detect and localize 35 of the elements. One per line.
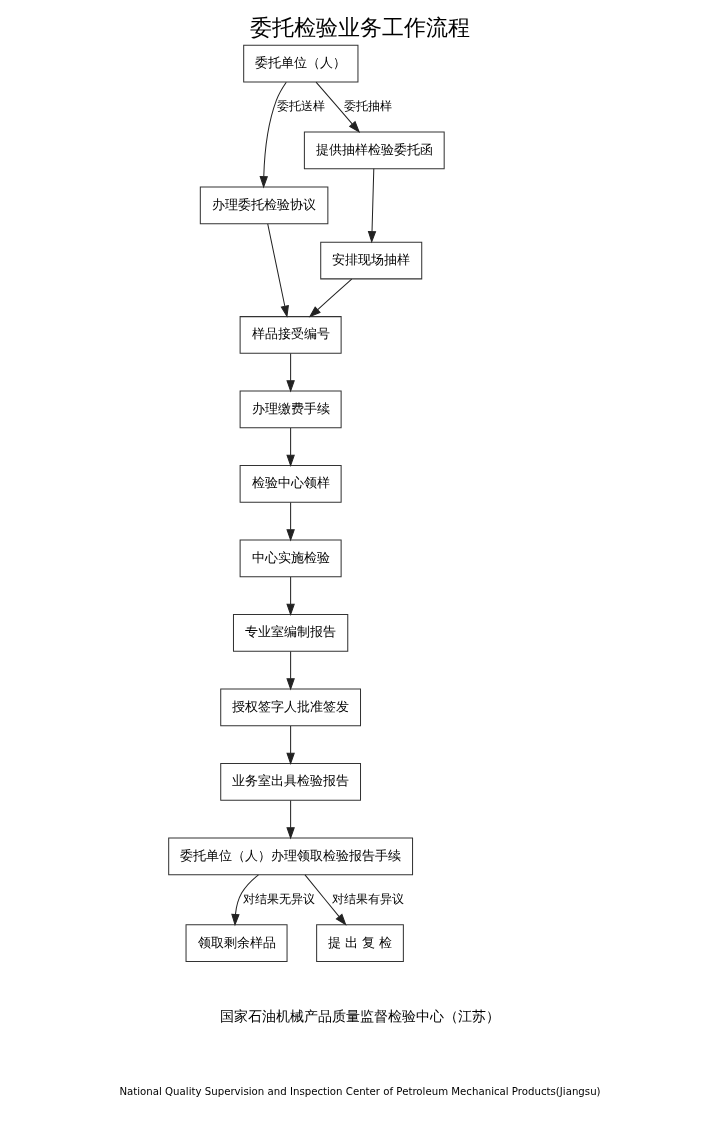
node-box: 中心实施检验 — [239, 539, 342, 578]
arrow — [286, 502, 295, 542]
node-box: 安排现场抽样 — [320, 241, 423, 280]
edge-label: 委托送样 — [277, 99, 326, 114]
node-box: 样品接受编号 — [239, 316, 342, 354]
arrow — [267, 223, 289, 318]
diagram-title: 委托检验业务工作流程 — [250, 13, 470, 40]
edge-label: 对结果无异议 — [242, 891, 315, 906]
node-box: 委托单位（人） — [243, 44, 359, 83]
node-box: 业务室出具检验报告 — [220, 763, 361, 801]
arrow — [286, 725, 295, 766]
edge-label: 对结果有异议 — [331, 891, 404, 906]
arrow — [367, 168, 377, 244]
node-box: 领取剩余样品 — [185, 924, 288, 962]
label: National Quality Supervision and Inspection Center of Petroleum Mechanical Products(Jiangsu) — [119, 1085, 601, 1097]
arrow — [315, 81, 361, 133]
node-box: 办理缴费手续 — [239, 390, 342, 429]
arrow — [259, 81, 287, 189]
arrow — [308, 278, 353, 318]
node-box: 提 出 复 检 — [316, 924, 404, 962]
node-box: 办理委托检验协议 — [199, 186, 329, 225]
arrow — [304, 874, 347, 926]
arrow — [286, 353, 295, 393]
edge-label: 委托抽样 — [343, 99, 392, 114]
node-box: 授权签字人批准签发 — [220, 688, 361, 727]
arrow — [286, 427, 295, 468]
node-box: 检验中心领样 — [239, 465, 342, 503]
arrow — [286, 799, 295, 840]
arrow — [231, 874, 259, 927]
node-box: 专业室编制报告 — [232, 614, 349, 652]
node-box: 提供抽样检验委托函 — [303, 131, 445, 170]
arrow — [286, 650, 295, 691]
arrow — [286, 576, 295, 617]
label: 国家石油机械产品质量监督检验中心（江苏） — [220, 1008, 500, 1025]
node-box: 委托单位（人）办理领取检验报告手续 — [168, 837, 414, 876]
